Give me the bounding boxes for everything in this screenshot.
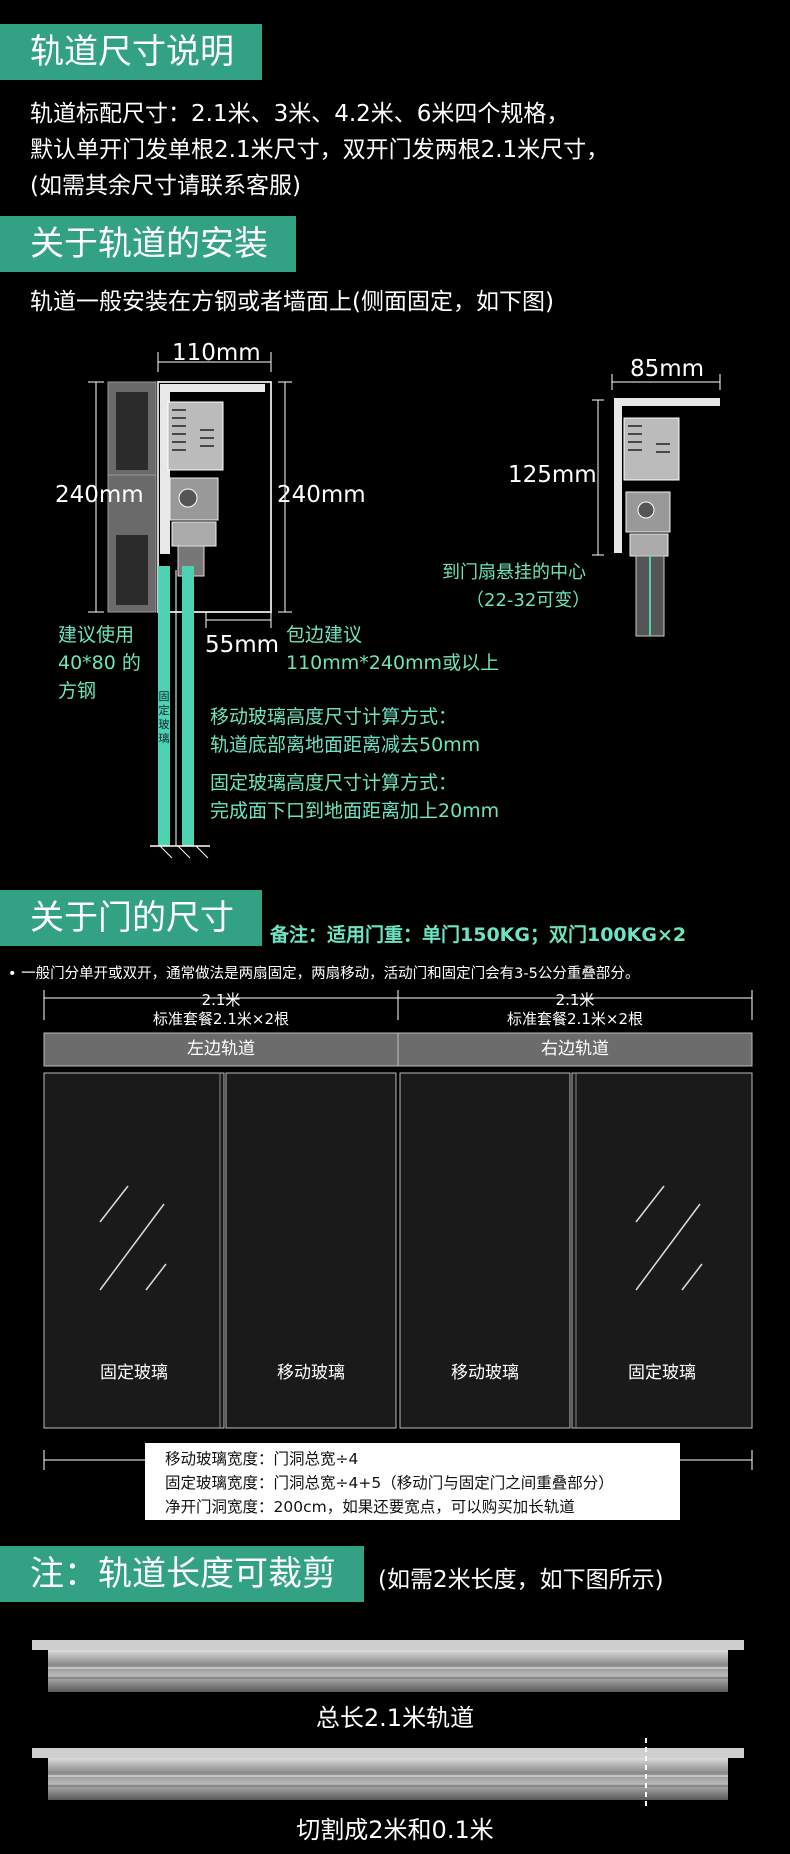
right-track-label: 右边轨道 xyxy=(541,1039,609,1059)
installation-description: 轨道一般安装在方钢或者墙面上(侧面固定，如下图) xyxy=(30,289,554,315)
dim-55mm: 55mm xyxy=(205,632,280,658)
fixed-glass-calc-title: 固定玻璃高度尺寸计算方式： xyxy=(210,772,458,794)
steel-column-hole-top xyxy=(116,392,148,470)
fixed-glass-strip xyxy=(158,566,170,846)
square-steel-note-3: 方钢 xyxy=(58,680,97,702)
dim-125mm: 125mm xyxy=(508,462,597,488)
section-title-installation: 关于轨道的安装 xyxy=(0,216,296,272)
moving-glass-calc-rule: 轨道底部离地面距离减去50mm xyxy=(210,734,481,756)
glass-panel-4 xyxy=(571,1072,753,1429)
right-track-bar xyxy=(397,1032,753,1067)
panel-label-3: 移动玻璃 xyxy=(451,1363,519,1383)
track-size-line-1: 轨道标配尺寸：2.1米、3米、4.2米、6米四个规格， xyxy=(30,101,570,127)
trim-note-sub: (如需2米长度，如下图所示) xyxy=(378,1567,664,1593)
panel-label-4: 固定玻璃 xyxy=(628,1363,696,1383)
left-track-label: 左边轨道 xyxy=(187,1039,255,1059)
left-track-bar xyxy=(43,1032,399,1067)
square-steel-note-1: 建议使用 xyxy=(58,624,135,646)
dim-85mm: 85mm xyxy=(630,356,705,382)
rail-caption-full: 总长2.1米轨道 xyxy=(315,1704,475,1732)
square-steel-note-2: 40*80 的 xyxy=(58,652,141,674)
moving-glass-strip xyxy=(182,566,194,846)
left-kit-label: 标准套餐2.1米×2根 xyxy=(153,1010,289,1028)
wrap-note-1: 包边建议 xyxy=(286,624,363,646)
rail-caption-cut: 切割成2米和0.1米 xyxy=(296,1816,494,1844)
section-title-door-size: 关于门的尺寸 xyxy=(0,890,262,946)
dim-240mm-left: 240mm xyxy=(55,482,144,508)
panel-label-2: 移动玻璃 xyxy=(277,1363,345,1383)
formula-fixed-glass: 固定玻璃宽度：门洞总宽÷4+5（移动门与固定门之间重叠部分） xyxy=(165,1474,614,1492)
formula-net-opening: 净开门洞宽度：200cm，如果还要宽点，可以购买加长轨道 xyxy=(165,1498,575,1516)
left-width-dim: 2.1米 xyxy=(201,991,241,1009)
rail-full-length xyxy=(32,1640,744,1692)
door-config-bullet: • 一般门分单开或双开，通常做法是两扇固定，两扇移动，活动门和固定门会有3-5公… xyxy=(8,966,640,982)
fixed-glass-calc-rule: 完成面下口到地面距离加上20mm xyxy=(210,800,500,822)
glass-panel-1 xyxy=(43,1072,225,1429)
dim-110mm: 110mm xyxy=(172,340,261,366)
track-size-line-2: 默认单开门发单根2.1米尺寸，双开门发两根2.1米尺寸， xyxy=(30,137,610,163)
glass-panel-2 xyxy=(225,1072,397,1429)
width-formula-box: 移动玻璃宽度：门洞总宽÷4 固定玻璃宽度：门洞总宽÷4+5（移动门与固定门之间重… xyxy=(145,1443,680,1520)
panel-label-1: 固定玻璃 xyxy=(100,1363,168,1383)
moving-glass-calc-title: 移动玻璃高度尺寸计算方式： xyxy=(210,706,458,728)
track-size-line-3: (如需其余尺寸请联系客服) xyxy=(30,173,301,199)
wrap-note-2: 110mm*240mm或以上 xyxy=(286,652,500,674)
section-title-trim-note: 注：轨道长度可裁剪 xyxy=(0,1546,364,1602)
right-width-dim: 2.1米 xyxy=(555,991,595,1009)
fixed-glass-vertical-label: 固定玻璃 xyxy=(158,690,170,745)
wrap-outline xyxy=(157,381,272,613)
hang-center-note-1: 到门扇悬挂的中心 xyxy=(442,562,586,583)
right-kit-label: 标准套餐2.1米×2根 xyxy=(507,1010,643,1028)
section-title-track-size: 轨道尺寸说明 xyxy=(0,24,262,80)
door-weight-note: 备注：适用门重：单门150KG；双门100KG×2 xyxy=(270,924,687,946)
glass-panel-3 xyxy=(399,1072,571,1429)
hang-center-note-2: （22-32可变） xyxy=(466,590,591,611)
rail-cut xyxy=(32,1738,744,1810)
formula-moving-glass: 移动玻璃宽度：门洞总宽÷4 xyxy=(165,1450,359,1468)
steel-column-hole-bottom xyxy=(116,535,148,605)
dim-240mm-right: 240mm xyxy=(277,482,366,508)
